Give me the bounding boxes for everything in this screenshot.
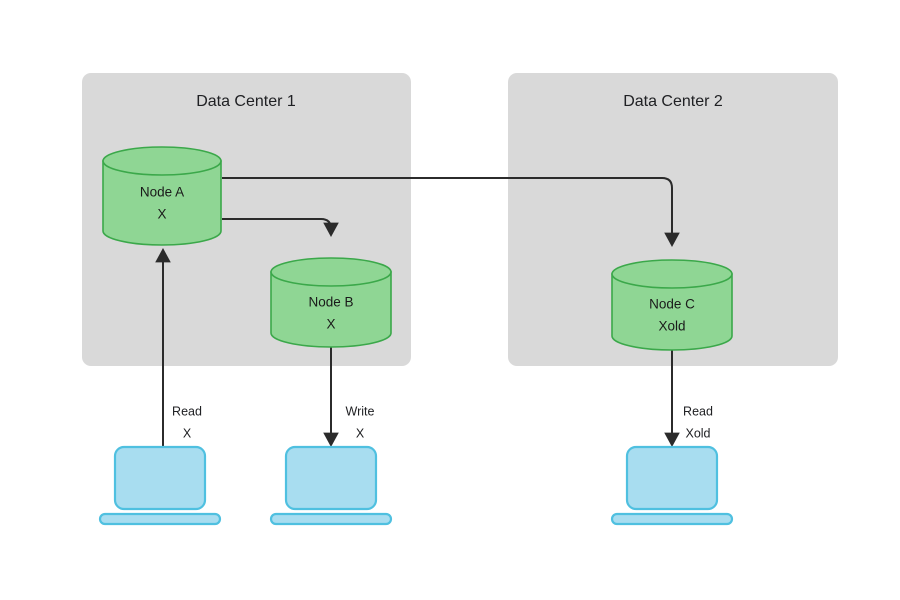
node-a[interactable]: Node A X [102,146,222,246]
panel-title-dc1: Data Center 1 [196,93,296,110]
node-a-name: Node A [140,185,184,200]
laptop-screen-icon [284,445,378,511]
node-b-cylinder-body [270,271,392,348]
laptop-base-icon [610,512,734,526]
edge-label-read-xold-value: Xold [685,426,710,440]
panel-title-dc2: Data Center 2 [623,93,723,110]
node-c[interactable]: Node C Xold [611,259,733,351]
edge-label-read-x: Read X [172,404,202,440]
laptop-screen-icon [625,445,719,511]
node-c-cylinder-body [611,273,733,351]
edge-label-write-x-operation: Write [346,404,375,418]
node-c-value: Xold [658,319,685,334]
node-c-cylinder-top [611,259,733,289]
laptop-base-icon [98,512,222,526]
edge-label-read-x-value: X [183,426,192,440]
laptop-screen-icon [113,445,207,511]
edge-label-write-x: Write X [346,404,375,440]
client-laptop-read-xold[interactable] [610,445,734,526]
laptop-base-icon [269,512,393,526]
node-a-value: X [157,207,166,222]
node-c-name: Node C [649,297,695,312]
node-a-cylinder-body [102,160,222,246]
node-b-value: X [326,317,335,332]
node-b[interactable]: Node B X [270,257,392,348]
edge-label-read-xold-operation: Read [683,404,713,418]
edge-label-read-x-operation: Read [172,404,202,418]
client-laptop-write-x[interactable] [269,445,393,526]
edge-label-read-xold: Read Xold [683,404,713,440]
node-b-cylinder-top [270,257,392,287]
edge-node-a-to-node-b [222,218,339,238]
node-a-cylinder-top [102,146,222,176]
client-laptop-read-x[interactable] [98,445,222,526]
node-b-name: Node B [308,295,353,310]
edge-label-write-x-value: X [356,426,365,440]
edge-node-a-to-node-c [222,177,680,248]
